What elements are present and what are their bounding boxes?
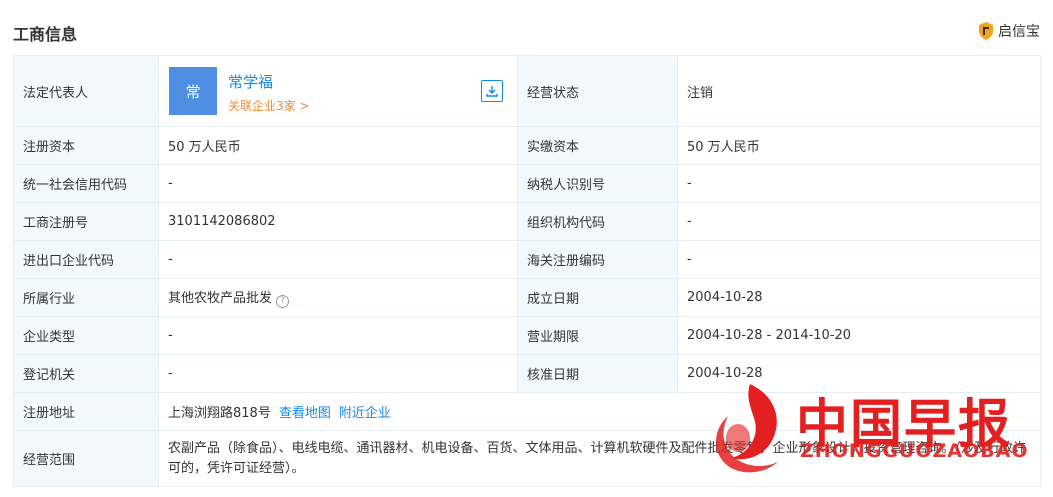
industry-value: 其他农牧产品批发 [168,291,273,307]
download-arrow-icon [486,86,498,97]
company-type-label: 企业类型 [13,316,159,355]
legal-rep-cell: 常 常学福 关联企业3家 > [158,55,518,127]
org-code-value: - [677,202,1041,241]
approved-label: 核准日期 [517,354,678,393]
import-export-label: 进出口企业代码 [13,240,159,279]
related-companies-link[interactable]: 关联企业3家 > [228,99,310,113]
address-cell: 上海浏翔路818号查看地图附近企业 [158,392,1041,431]
table-row: 经营范围 农副产品（除食品）、电线电缆、通讯器材、机电设备、百货、文体用品、计算… [13,430,1041,487]
taxpayer-id-value: - [677,164,1041,203]
section-title: 工商信息 [13,25,78,44]
customs-code-value: - [677,240,1041,279]
download-icon[interactable] [481,80,503,102]
table-row: 注册资本 50 万人民币 实缴资本 50 万人民币 [13,126,1041,165]
import-export-value: - [158,240,518,279]
reg-number-value: 3101142086802 [158,202,518,241]
org-code-label: 组织机构代码 [517,202,678,241]
table-row: 企业类型 - 营业期限 2004-10-28 - 2014-10-20 [13,316,1041,355]
avatar[interactable]: 常 [169,67,217,115]
founded-label: 成立日期 [517,278,678,317]
shield-icon [979,22,993,40]
reg-number-label: 工商注册号 [13,202,159,241]
taxpayer-id-label: 纳税人识别号 [517,164,678,203]
authority-label: 登记机关 [13,354,159,393]
status-value: 注销 [677,55,1041,127]
paid-capital-label: 实缴资本 [517,126,678,165]
brand-logo[interactable]: 启信宝 [978,21,1040,41]
section-header: 工商信息 启信宝 [13,18,1040,46]
table-row: 法定代表人 常 常学福 关联企业3家 > 经营状态 注销 [13,55,1041,127]
table-row: 工商注册号 3101142086802 组织机构代码 - [13,202,1041,241]
table-row: 进出口企业代码 - 海关注册编码 - [13,240,1041,279]
table-row: 所属行业 其他农牧产品批发? 成立日期 2004-10-28 [13,278,1041,317]
industry-label: 所属行业 [13,278,159,317]
scope-label: 经营范围 [13,430,159,487]
view-map-link[interactable]: 查看地图 [278,406,331,421]
reg-capital-value: 50 万人民币 [158,126,518,165]
reg-capital-label: 注册资本 [13,126,159,165]
credit-code-label: 统一社会信用代码 [13,164,159,203]
business-info-table: 法定代表人 常 常学福 关联企业3家 > 经营状态 注销 注册资本 50 万人民… [13,55,1041,487]
legal-rep-label: 法定代表人 [13,55,159,127]
address-value: 上海浏翔路818号 [168,406,271,421]
help-icon[interactable]: ? [276,294,290,308]
legal-rep-name-link[interactable]: 常学福 [228,73,274,91]
nearby-companies-link[interactable]: 附近企业 [338,406,391,421]
founded-value: 2004-10-28 [677,278,1041,317]
customs-code-label: 海关注册编码 [517,240,678,279]
table-row: 登记机关 - 核准日期 2004-10-28 [13,354,1041,393]
table-row: 注册地址 上海浏翔路818号查看地图附近企业 [13,392,1041,431]
brand-name: 启信宝 [998,24,1040,40]
credit-code-value: - [158,164,518,203]
address-label: 注册地址 [13,392,159,431]
paid-capital-value: 50 万人民币 [677,126,1041,165]
status-label: 经营状态 [517,55,678,127]
authority-value: - [158,354,518,393]
scope-value: 农副产品（除食品）、电线电缆、通讯器材、机电设备、百货、文体用品、计算机软硬件及… [158,430,1041,487]
company-type-value: - [158,316,518,355]
table-row: 统一社会信用代码 - 纳税人识别号 - [13,164,1041,203]
term-label: 营业期限 [517,316,678,355]
approved-value: 2004-10-28 [677,354,1041,393]
industry-cell: 其他农牧产品批发? [158,278,518,317]
term-value: 2004-10-28 - 2014-10-20 [677,316,1041,355]
